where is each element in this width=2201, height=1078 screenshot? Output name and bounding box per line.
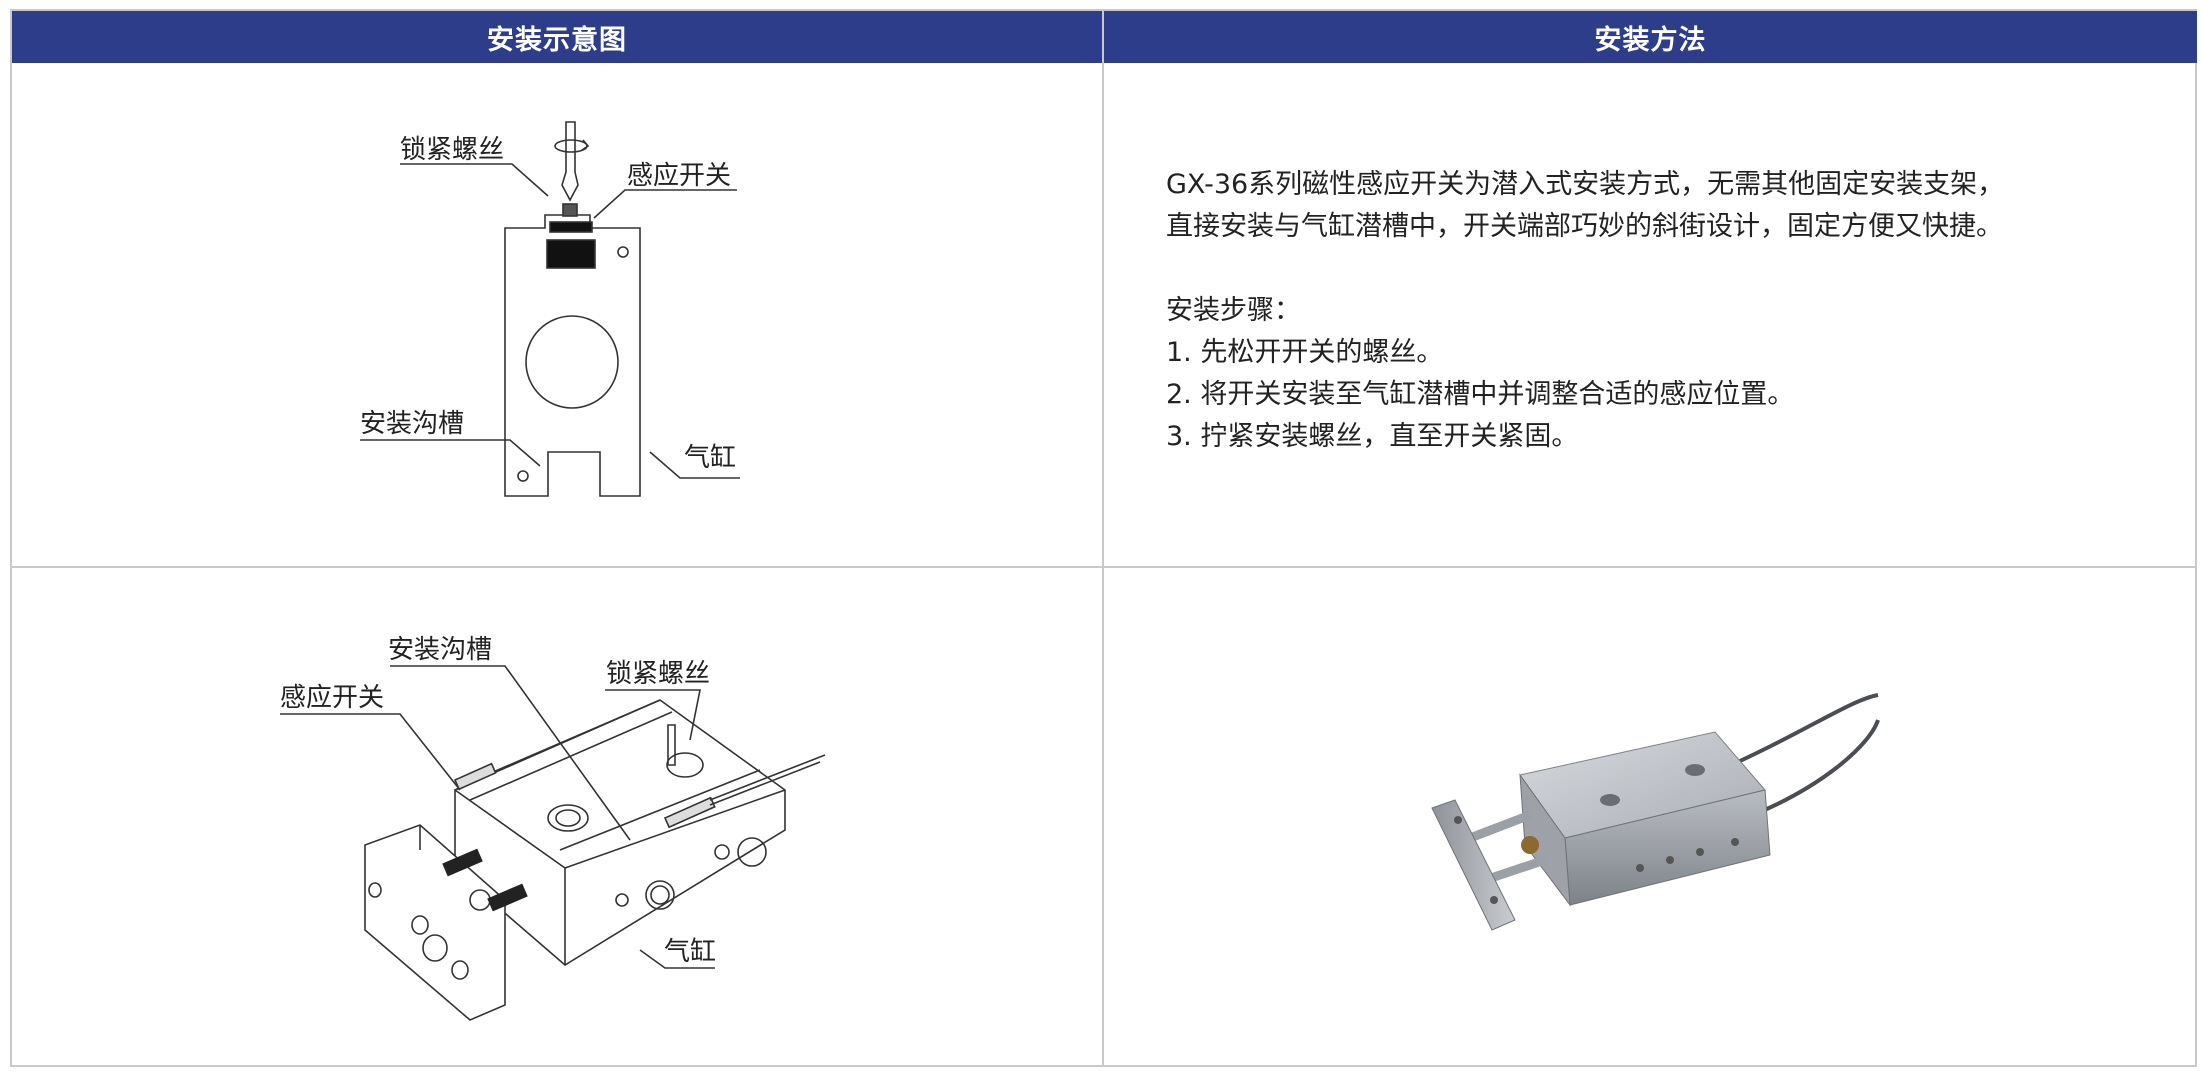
row-divider bbox=[12, 566, 2197, 568]
column-divider bbox=[1102, 11, 1104, 1067]
intro-line-2: 直接安装与气缸潜槽中，开关端部巧妙的斜街设计，固定方便又快捷。 bbox=[1166, 211, 2003, 242]
steps-title: 安装步骤： bbox=[1166, 295, 1301, 326]
method-description: GX-36系列磁性感应开关为潜入式安装方式，无需其他固定安装支架， 直接安装与气… bbox=[1166, 164, 2166, 458]
header-diagram: 安装示意图 bbox=[12, 11, 1102, 63]
header-method: 安装方法 bbox=[1104, 11, 2197, 63]
intro-line-1: GX-36系列磁性感应开关为潜入式安装方式，无需其他固定安装支架， bbox=[1166, 169, 2005, 200]
step-2: 2. 将开关安装至气缸潜槽中并调整合适的感应位置。 bbox=[1166, 379, 1795, 410]
installation-table: 安装示意图 安装方法 bbox=[10, 9, 2197, 1067]
step-1: 1. 先松开开关的螺丝。 bbox=[1166, 337, 1444, 368]
step-3: 3. 拧紧安装螺丝，直至开关紧固。 bbox=[1166, 421, 1579, 452]
